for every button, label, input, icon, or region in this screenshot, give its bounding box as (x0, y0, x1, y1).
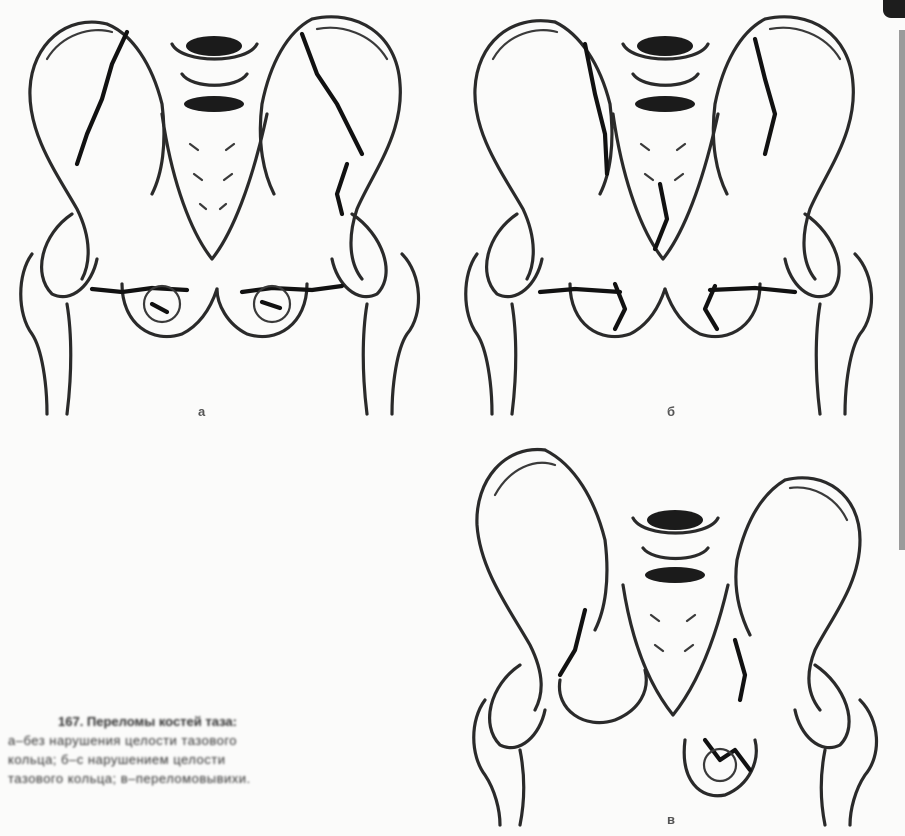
panel-label-b: б (667, 404, 675, 419)
figure-caption: 167. Переломы костей таза: а–без нарушен… (8, 712, 448, 788)
caption-line: кольца; б–с нарушением целости (8, 750, 448, 769)
left-iliac-wing (475, 21, 612, 279)
right-iliac-wing (260, 17, 400, 279)
left-iliac-wing (30, 22, 164, 279)
sacrum (162, 36, 267, 259)
pelvis-figure-c (465, 440, 895, 830)
pelvis-figure-b (455, 4, 895, 424)
pelvis-drawing-a (12, 4, 442, 424)
acetabulum-and-pubis (42, 214, 387, 337)
left-iliac-wing (477, 450, 607, 710)
femur-heads (21, 254, 419, 414)
right-iliac-wing (713, 17, 853, 279)
caption-line: тазового кольца; в–переломовывихи. (8, 769, 448, 788)
fracture-lines-b (585, 39, 775, 249)
pelvis-figure-a (12, 4, 442, 424)
panel-label-c: в (667, 812, 675, 827)
pelvis-drawing-c (465, 440, 895, 830)
caption-line: а–без нарушения целости тазового (8, 731, 448, 750)
pelvis-drawing-b (455, 4, 895, 424)
femur-heads (474, 700, 877, 825)
edge-shadow (899, 30, 905, 550)
acetabulum-and-pubis (490, 665, 850, 796)
panel-label-a: а (198, 404, 205, 419)
right-iliac-wing (736, 478, 860, 710)
sacrum (623, 510, 728, 715)
caption-title: 167. Переломы костей таза: (8, 712, 448, 731)
